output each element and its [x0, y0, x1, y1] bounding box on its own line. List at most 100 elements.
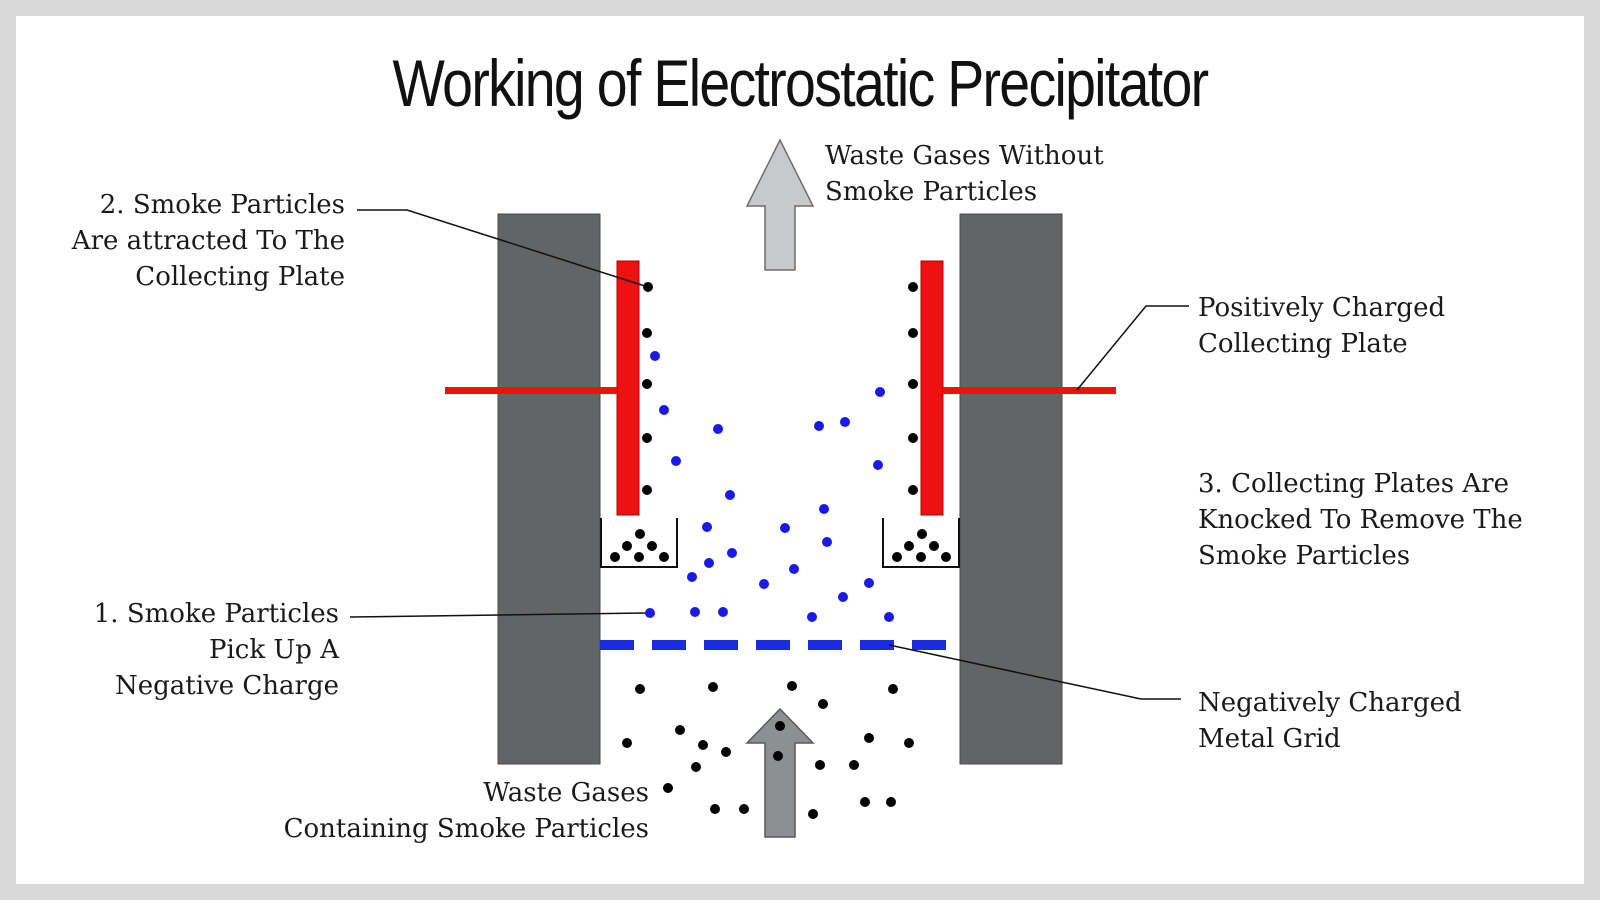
collected-smoke-particle	[908, 328, 918, 338]
label-knocked-line-3: Smoke Particles	[1198, 541, 1411, 571]
tray-smoke-particle	[635, 529, 645, 539]
smoke-particle	[818, 699, 828, 709]
collected-smoke-particle	[642, 379, 652, 389]
label-attracted-line-2: Are attracted To The	[71, 226, 345, 256]
charged-particle	[840, 417, 850, 427]
smoke-particle	[860, 797, 870, 807]
charged-particle	[789, 564, 799, 574]
smoke-particle	[739, 804, 749, 814]
label-positive-plate: Positively Charged Collecting Plate	[1198, 290, 1445, 362]
label-negative-charge-line-1: 1. Smoke Particles	[93, 599, 339, 629]
label-negative-grid: Negatively Charged Metal Grid	[1198, 685, 1462, 757]
leader-line-attracted	[357, 209, 649, 288]
tray-smoke-particle	[647, 541, 657, 551]
charged-particle	[671, 456, 681, 466]
label-attracted-line-3: Collecting Plate	[135, 262, 345, 292]
right-collection-tray	[882, 518, 960, 568]
charged-particle	[650, 351, 660, 361]
right-chamber-wall	[959, 213, 1063, 765]
charged-particle	[690, 607, 700, 617]
label-attracted: 2. Smoke Particles Are attracted To The …	[72, 187, 345, 295]
smoke-particle	[773, 751, 783, 761]
label-negative-charge-line-3: Negative Charge	[115, 671, 339, 701]
label-inlet-line-2: Containing Smoke Particles	[283, 814, 649, 844]
smoke-particle	[815, 760, 825, 770]
charged-particle	[875, 387, 885, 397]
tray-smoke-particle	[917, 529, 927, 539]
smoke-particle	[691, 762, 701, 772]
charged-particle	[645, 608, 655, 618]
label-attracted-line-1: 2. Smoke Particles	[99, 190, 345, 220]
charged-particle	[713, 424, 723, 434]
diagram-title: Working of Electrostatic Precipitator	[392, 46, 1210, 120]
label-outlet-line-1: Waste Gases Without	[825, 141, 1104, 171]
collected-smoke-particle	[908, 485, 918, 495]
diagram-frame: Working of Electrostatic Precipitator Wa…	[16, 16, 1584, 884]
smoke-particle	[849, 760, 859, 770]
smoke-particle	[904, 738, 914, 748]
inlet-arrow	[745, 707, 815, 838]
smoke-particle	[622, 738, 632, 748]
smoke-particle	[864, 733, 874, 743]
charged-particle	[807, 612, 817, 622]
tray-smoke-particle	[634, 552, 644, 562]
charged-particle	[759, 579, 769, 589]
charged-particle	[718, 607, 728, 617]
left-collecting-plate	[616, 260, 640, 516]
smoke-particle	[708, 682, 718, 692]
smoke-particle	[675, 725, 685, 735]
tray-smoke-particle	[659, 552, 669, 562]
label-inlet-line-1: Waste Gases	[483, 778, 649, 808]
smoke-particle	[888, 684, 898, 694]
charged-particle	[814, 421, 824, 431]
tray-smoke-particle	[916, 552, 926, 562]
tray-smoke-particle	[941, 552, 951, 562]
left-plate-rod	[445, 387, 617, 394]
label-outlet-line-2: Smoke Particles	[825, 177, 1038, 207]
smoke-particle	[710, 804, 720, 814]
left-chamber-wall	[497, 213, 601, 765]
smoke-particle	[808, 809, 818, 819]
charged-particle	[704, 558, 714, 568]
smoke-particle	[721, 747, 731, 757]
collected-smoke-particle	[643, 282, 653, 292]
label-negative-grid-line-1: Negatively Charged	[1198, 688, 1462, 718]
charged-particle	[659, 405, 669, 415]
charged-particle	[873, 460, 883, 470]
charged-particle	[727, 548, 737, 558]
right-plate-rod	[943, 387, 1116, 394]
label-negative-grid-line-2: Metal Grid	[1198, 724, 1341, 754]
label-outlet: Waste Gases Without Smoke Particles	[825, 138, 1104, 210]
label-knocked: 3. Collecting Plates Are Knocked To Remo…	[1198, 466, 1523, 574]
smoke-particle	[635, 684, 645, 694]
tray-smoke-particle	[610, 552, 620, 562]
smoke-particle	[787, 681, 797, 691]
charged-particle	[702, 522, 712, 532]
leader-line-negative-grid	[888, 644, 1181, 700]
label-negative-charge-line-2: Pick Up A	[209, 635, 339, 665]
right-collecting-plate	[920, 260, 944, 516]
tray-smoke-particle	[904, 541, 914, 551]
leader-line-positive-plate	[1076, 305, 1189, 391]
charged-particle	[819, 504, 829, 514]
charged-particle	[838, 592, 848, 602]
tray-smoke-particle	[892, 552, 902, 562]
charged-particle	[884, 612, 894, 622]
smoke-particle	[775, 721, 785, 731]
collected-smoke-particle	[908, 379, 918, 389]
smoke-particle	[698, 740, 708, 750]
collected-smoke-particle	[908, 282, 918, 292]
outlet-arrow	[745, 138, 815, 271]
tray-smoke-particle	[929, 541, 939, 551]
precipitator-diagram	[349, 138, 1189, 838]
charged-particle	[687, 572, 697, 582]
charged-particle	[780, 523, 790, 533]
label-knocked-line-2: Knocked To Remove The	[1198, 505, 1523, 535]
label-positive-plate-line-2: Collecting Plate	[1198, 329, 1408, 359]
collected-smoke-particle	[642, 433, 652, 443]
label-knocked-line-1: 3. Collecting Plates Are	[1198, 469, 1509, 499]
label-negative-charge: 1. Smoke Particles Pick Up A Negative Ch…	[94, 596, 339, 704]
particle-layer	[610, 282, 951, 819]
smoke-particle	[663, 783, 673, 793]
leader-line-negative-charge	[349, 612, 650, 618]
